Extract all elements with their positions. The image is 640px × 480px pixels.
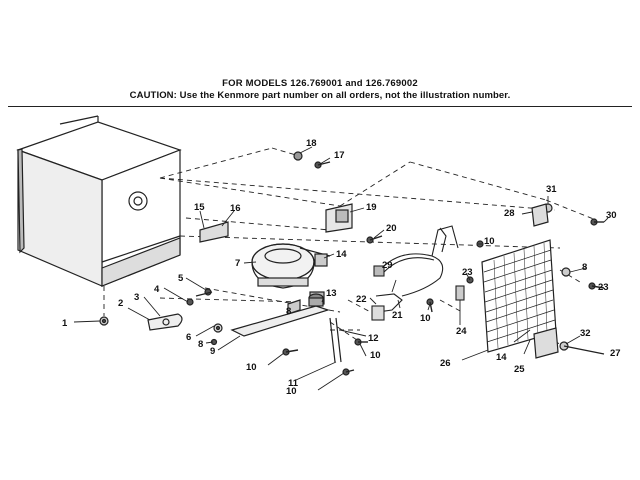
callout-8-3: 8 xyxy=(582,262,587,273)
callout-25: 25 xyxy=(514,364,525,375)
callout-20: 20 xyxy=(386,223,397,234)
bracket-16 xyxy=(199,221,229,243)
callout-18: 18 xyxy=(306,138,317,149)
callout-8-2: 8 xyxy=(286,306,291,317)
header-rule xyxy=(8,106,632,107)
diagram-header: FOR MODELS 126.769001 and 126.769002 CAU… xyxy=(0,78,640,101)
grommet xyxy=(308,293,324,307)
fasteners xyxy=(99,151,598,376)
models-title: FOR MODELS 126.769001 and 126.769002 xyxy=(222,78,418,89)
callout-31: 31 xyxy=(546,184,557,195)
callout-1: 1 xyxy=(62,318,68,329)
callout-4: 4 xyxy=(154,284,160,295)
callout-10-3: 10 xyxy=(286,386,297,397)
callout-3: 3 xyxy=(134,292,139,303)
callout-9: 9 xyxy=(210,346,215,357)
screws xyxy=(195,161,605,373)
compressor xyxy=(251,243,331,289)
callout-22: 22 xyxy=(356,294,367,305)
callout-2: 2 xyxy=(118,298,123,309)
callout-12: 12 xyxy=(368,333,379,344)
callout-15: 15 xyxy=(194,202,205,213)
callout-10-4: 10 xyxy=(420,313,431,324)
callout-17: 17 xyxy=(334,150,345,161)
callout-24: 24 xyxy=(456,326,467,337)
callout-19: 19 xyxy=(366,202,377,213)
caution-note: CAUTION: Use the Kenmore part number on … xyxy=(129,90,511,101)
drip-tray xyxy=(147,313,183,331)
callout-26: 26 xyxy=(440,358,451,369)
callout-10-5: 10 xyxy=(484,236,495,247)
callout-leaders xyxy=(73,146,609,391)
callout-14: 14 xyxy=(336,249,347,260)
wiring-harness xyxy=(371,225,465,321)
callout-13: 13 xyxy=(326,288,337,299)
relay-bracket xyxy=(325,203,353,233)
callout-10-2: 10 xyxy=(370,350,381,361)
callout-21: 21 xyxy=(392,310,403,321)
callout-16: 16 xyxy=(230,203,241,214)
callout-14-2: 14 xyxy=(496,352,507,363)
callout-29: 29 xyxy=(382,260,393,271)
callout-5: 5 xyxy=(178,273,184,284)
condenser-coil xyxy=(481,203,559,359)
callout-23-2: 23 xyxy=(598,282,609,293)
callout-11: 11 xyxy=(288,378,299,389)
callout-30: 30 xyxy=(606,210,617,221)
cabinet xyxy=(16,115,182,287)
callout-10: 10 xyxy=(246,362,257,373)
callout-23: 23 xyxy=(462,267,473,278)
callout-32: 32 xyxy=(580,328,591,339)
callout-8: 8 xyxy=(198,339,203,350)
callout-27: 27 xyxy=(610,348,621,359)
callout-6: 6 xyxy=(186,332,191,343)
callout-28: 28 xyxy=(504,208,515,219)
callout-7: 7 xyxy=(235,258,240,269)
